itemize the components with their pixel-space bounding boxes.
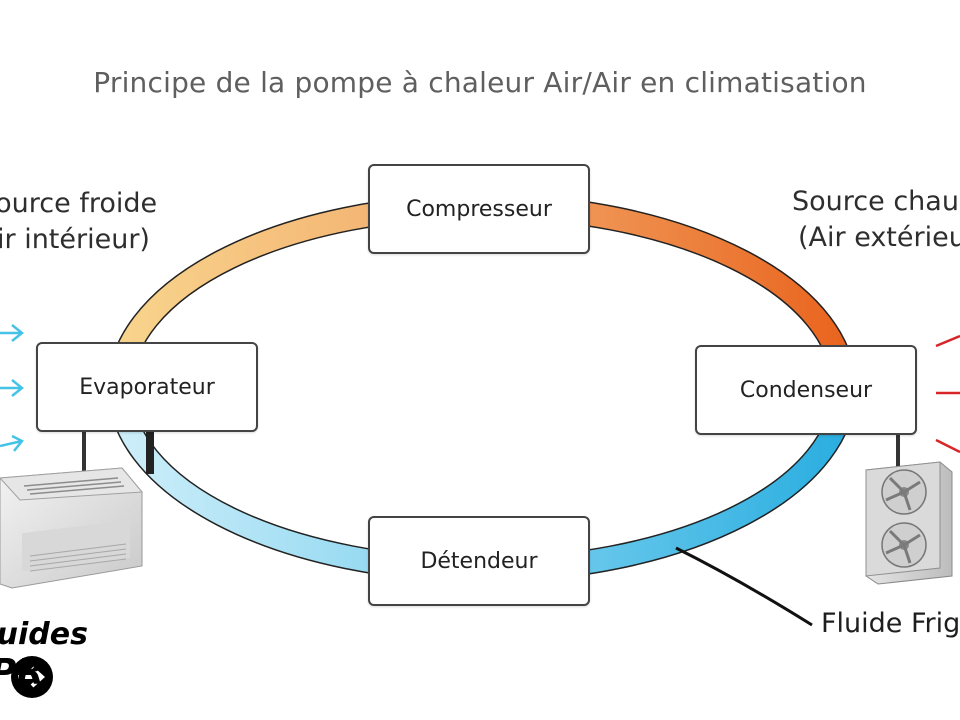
hot-air-arrow-icon: [935, 334, 960, 454]
logo-line1: Guides: [0, 617, 88, 652]
hot-source-line1: Source chaude: [792, 186, 960, 217]
cold-air-arrow-icon: [0, 324, 25, 452]
hot-source-label: Source chaude (Air extérieur): [792, 184, 960, 256]
compressor-box: Compresseur: [368, 164, 590, 254]
outdoor-unit-icon: [865, 461, 953, 585]
expansion-valve-box: Détendeur: [368, 516, 590, 606]
evaporator-box: Evaporateur: [36, 342, 258, 432]
logo-line2: PR: [0, 652, 45, 693]
cold-source-line2: (Air intérieur): [0, 224, 150, 255]
cold-source-line1: Source froide: [0, 188, 158, 219]
arrow-circle-icon: [11, 656, 53, 698]
diagram-title: Principe de la pompe à chaleur Air/Air e…: [93, 66, 867, 99]
fluid-leader-line: [675, 546, 813, 627]
condenser-box: Condenseur: [695, 345, 917, 435]
cold-source-label: Source froide (Air intérieur): [0, 186, 157, 258]
fluid-label: Fluide Frigorigène: [821, 608, 960, 639]
indoor-unit-icon: [0, 467, 144, 589]
hot-source-line2: (Air extérieur): [798, 222, 960, 253]
